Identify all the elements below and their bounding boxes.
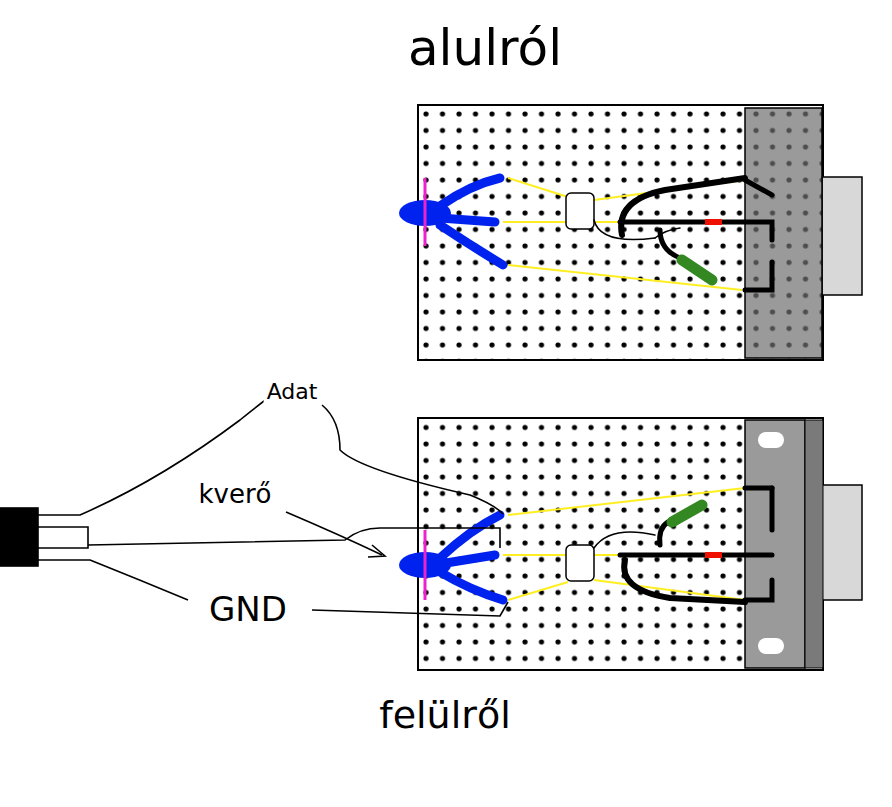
signal-name: GND: [206, 591, 290, 628]
signal-name: kverő: [195, 480, 274, 509]
view-heading: alulról: [405, 21, 565, 76]
board-bottom-view: [399, 105, 862, 360]
board-top-view: [399, 418, 862, 670]
cable: [0, 398, 508, 616]
view-heading: felülről: [376, 695, 513, 737]
signal-name: Adat: [264, 380, 321, 404]
